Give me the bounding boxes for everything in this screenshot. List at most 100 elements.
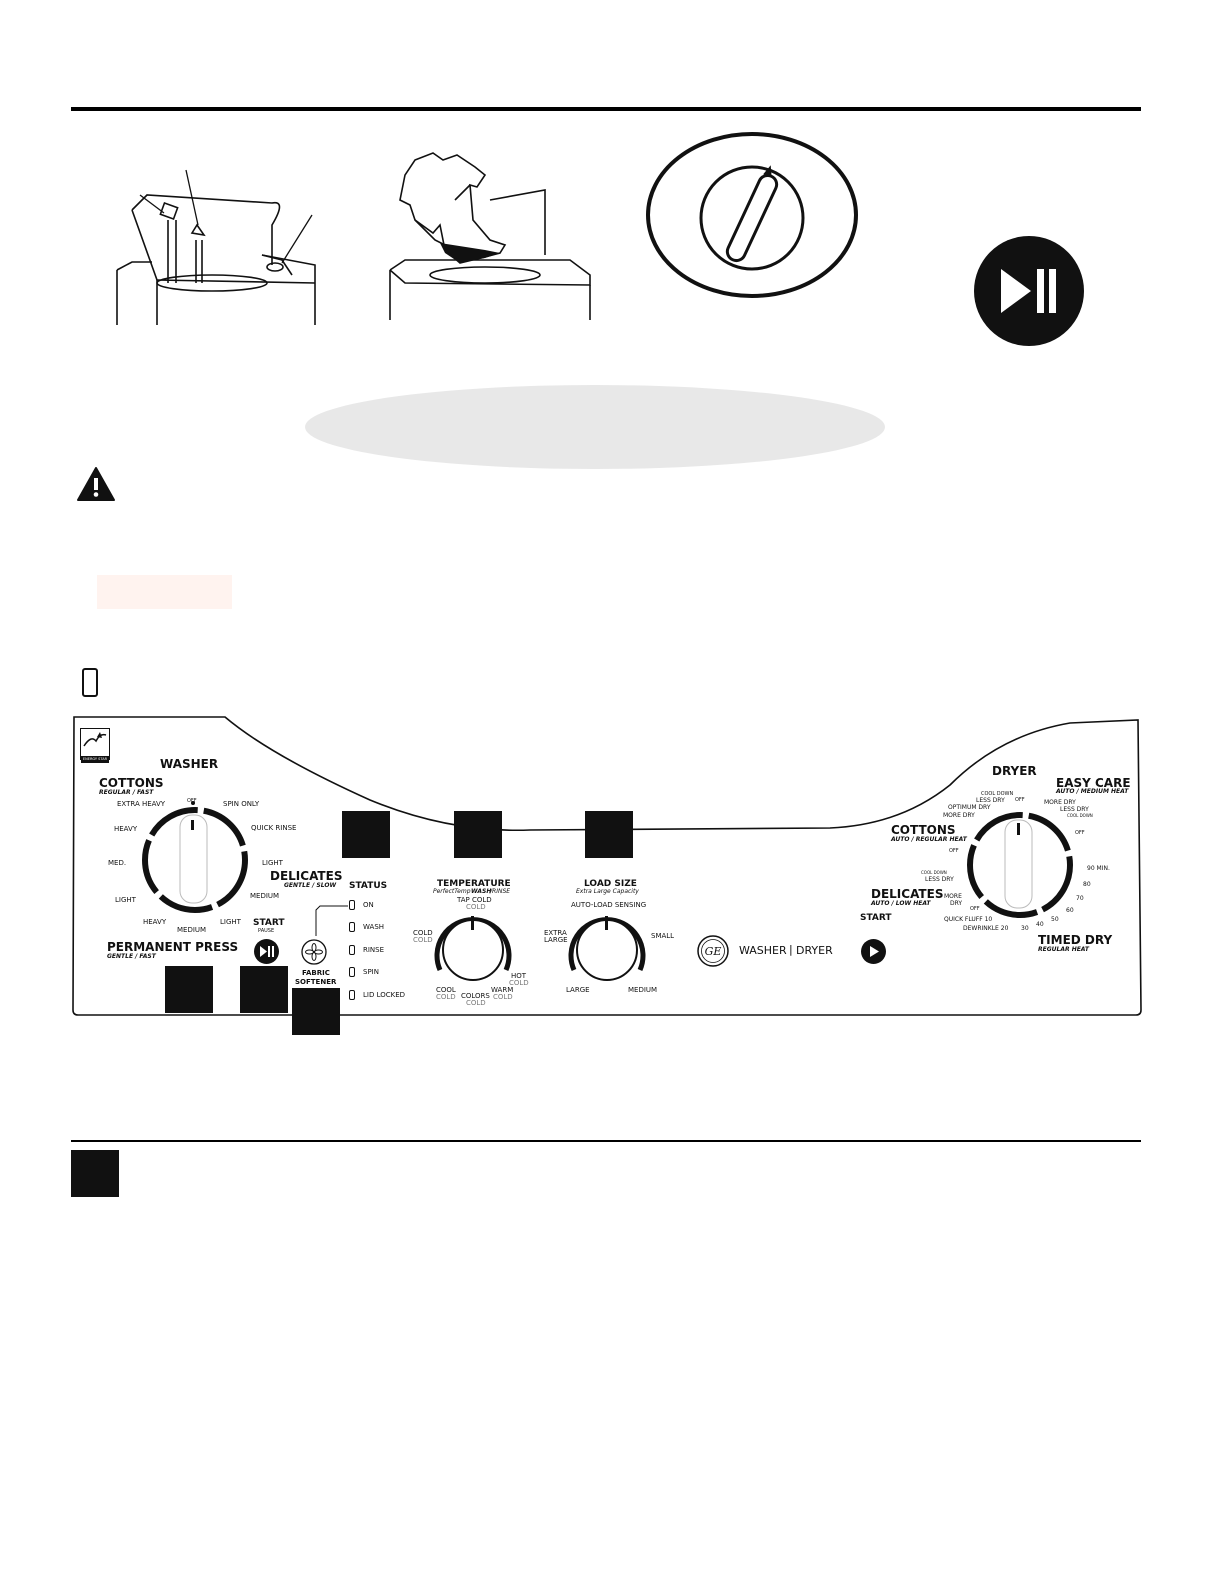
dryer-dial-50: 50 <box>1051 916 1059 923</box>
dryer-dial-dewrinkle: DEWRINKLE 20 <box>963 925 1009 932</box>
washer-dial-label-light-delicates: LIGHT <box>262 859 283 867</box>
temp-hot-rinse: COLD <box>509 979 529 987</box>
temp-cool-rinse: COLD <box>436 993 456 1001</box>
temp-cold: COLD <box>413 929 433 937</box>
dryer-dial-off-left: OFF <box>949 848 959 854</box>
brand-washer: WASHER <box>739 944 787 957</box>
start-pause-icon[interactable] <box>973 235 1085 347</box>
load-auto-sensing: AUTO-LOAD SENSING <box>571 901 647 909</box>
washer-cycle-cottons: COTTONS <box>99 776 164 790</box>
temp-tap-cold-rinse: COLD <box>466 903 486 911</box>
status-led-lid-locked <box>349 990 355 1000</box>
dial-illustration <box>646 132 858 298</box>
status-on: ON <box>363 901 374 909</box>
washer-cycle-cottons-sub: REGULAR / FAST <box>99 789 154 796</box>
dryer-dial-90-min: 90 MIN. <box>1087 865 1110 872</box>
fabric-softener-icon <box>301 939 327 965</box>
dryer-start-label: START <box>860 913 892 923</box>
ge-logo: GE <box>697 935 729 967</box>
energy-star-label: ENERGY STAR <box>81 756 109 763</box>
washer-dial-label-medium-delicates: MEDIUM <box>250 892 280 900</box>
heading-oval <box>305 385 885 469</box>
temperature-sub-perfecttemp: PerfectTemp <box>433 888 471 895</box>
callout-square-1 <box>342 811 390 858</box>
load-clothes-illustration <box>389 152 591 320</box>
washer-dial-label-heavy-bottom: HEAVY <box>143 918 167 926</box>
washer-start-pause-button[interactable] <box>253 938 280 965</box>
washer-dial-label-light-bottom: LIGHT <box>220 918 241 926</box>
top-rule <box>71 107 1141 111</box>
dryer-cycle-dial[interactable] <box>960 805 1080 925</box>
status-led-on <box>349 900 355 910</box>
dryer-dial-more-dry-left: MORE DRY <box>943 812 975 819</box>
control-panel-outline <box>72 716 1142 1016</box>
load-size-sub: Extra Large Capacity <box>576 888 639 895</box>
temp-warm-rinse: COLD <box>493 993 513 1001</box>
dryer-dial-quick-fluff: QUICK FLUFF 10 <box>944 916 993 923</box>
temp-hot: HOT <box>511 972 527 980</box>
dryer-dial-less-dry-top: LESS DRY <box>976 797 1005 804</box>
callout-square-6 <box>292 988 340 1035</box>
load-medium: MEDIUM <box>628 986 658 994</box>
dryer-dial-70: 70 <box>1076 895 1084 902</box>
energy-star-logo: ENERGY STAR <box>80 728 110 763</box>
load-large-extra: LARGE <box>544 936 568 944</box>
dryer-cycle-timed-dry-sub: REGULAR HEAT <box>1038 946 1089 953</box>
washer-cycle-permanent-press: PERMANENT PRESS <box>107 940 239 954</box>
dryer-cycle-delicates-sub: AUTO / LOW HEAT <box>871 900 931 907</box>
fabric-softener-label-1: FABRIC <box>302 969 330 977</box>
washer-cycle-delicates-sub: GENTLE / SLOW <box>284 882 337 889</box>
washer-dial-label-off: OFF <box>187 798 197 804</box>
load-extra: EXTRA <box>544 929 567 937</box>
washer-start-label: START <box>253 918 285 928</box>
washer-pause-label: PAUSE <box>258 928 275 934</box>
dryer-dial-off-top: OFF <box>1015 797 1025 803</box>
dryer-title: DRYER <box>992 764 1037 778</box>
load-size-dial[interactable] <box>562 910 652 990</box>
temp-cold-rinse: COLD <box>413 936 433 944</box>
callout-square-3 <box>585 811 633 858</box>
status-led-spin <box>349 967 355 977</box>
callout-square-4 <box>165 966 213 1013</box>
washer-dial-label-extra-heavy: EXTRA HEAVY <box>117 800 166 808</box>
load-size-title: LOAD SIZE <box>584 879 637 889</box>
washer-cycle-permanent-press-sub: GENTLE / FAST <box>107 953 156 960</box>
ge-logo-text: GE <box>705 945 722 958</box>
load-large: LARGE <box>566 986 590 994</box>
dryer-dial-cool-down-right: COOL DOWN <box>1067 813 1093 818</box>
dryer-dial-30: 30 <box>1021 925 1029 932</box>
warning-icon <box>77 467 115 501</box>
status-title: STATUS <box>349 881 388 891</box>
callout-square-5 <box>240 966 288 1013</box>
play-icon[interactable] <box>860 938 887 965</box>
temp-colors: COLORS <box>461 992 490 1000</box>
washer-dial-label-quick-rinse: QUICK RINSE <box>251 824 297 832</box>
status-wash: WASH <box>363 923 385 931</box>
status-spin: SPIN <box>363 968 379 976</box>
dryer-dial-cool-down-left: COOL DOWN <box>921 870 947 875</box>
washer-cycle-dial[interactable] <box>135 800 255 920</box>
dryer-dial-60: 60 <box>1066 907 1074 914</box>
status-rinse: RINSE <box>363 946 385 954</box>
dryer-cycle-cottons: COTTONS <box>891 823 956 837</box>
temperature-sub-wash: WASH <box>471 888 492 895</box>
washer-dial-label-light-left: LIGHT <box>115 896 136 904</box>
fabric-softener-label-2: SOFTENER <box>295 978 337 986</box>
temp-colors-rinse: COLD <box>466 999 486 1007</box>
status-lid-locked: LID LOCKED <box>363 991 406 999</box>
washer-dial-label-heavy: HEAVY <box>114 825 138 833</box>
dryer-cycle-cottons-sub: AUTO / REGULAR HEAT <box>891 836 967 843</box>
load-small: SMALL <box>651 932 675 940</box>
dryer-cycle-delicates: DELICATES <box>871 887 944 901</box>
dryer-dial-40: 40 <box>1036 921 1044 928</box>
temperature-sub-rinse: /RINSE <box>490 888 511 895</box>
dryer-cycle-timed-dry: TIMED DRY <box>1038 933 1113 947</box>
temperature-dial[interactable] <box>428 910 518 990</box>
dryer-dial-cool-down-top: COOL DOWN <box>981 791 1014 797</box>
washer-dial-label-medium-bottom: MEDIUM <box>177 926 207 934</box>
temp-warm: WARM <box>491 986 514 994</box>
bottom-rule <box>71 1140 1141 1142</box>
caution-box <box>97 575 232 609</box>
status-led-rinse <box>349 945 355 955</box>
washer-dispensers-illustration <box>116 169 316 325</box>
